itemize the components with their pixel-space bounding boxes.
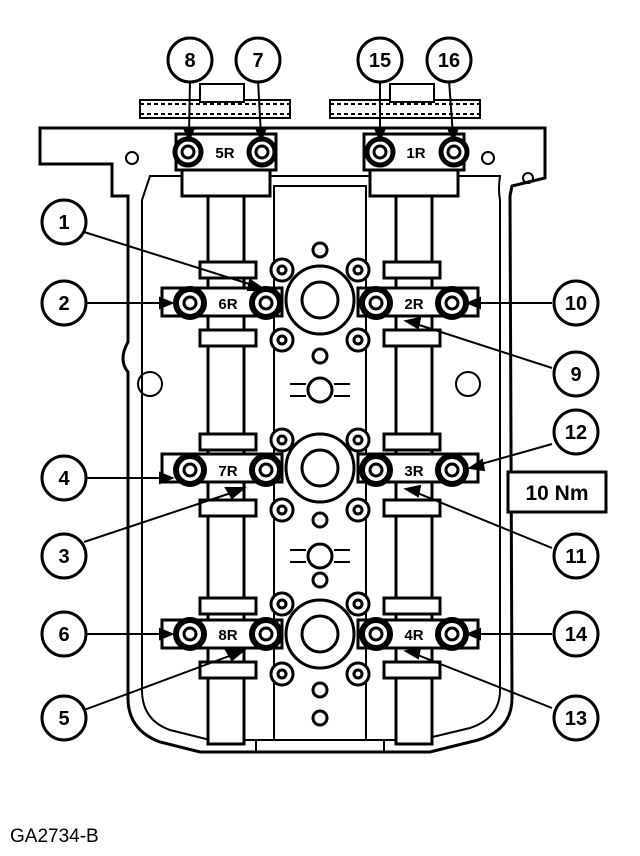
callout-14-label: 14 (565, 624, 588, 646)
bolt-8 (172, 136, 204, 168)
callout-13: 13 (552, 694, 600, 742)
torque-spec-label: 10 Nm (525, 482, 588, 505)
callout-15: 15 (356, 36, 404, 84)
callout-4-label: 4 (58, 468, 70, 490)
bolt-5 (249, 617, 283, 651)
callout-8: 8 (166, 36, 214, 84)
callout-1-label: 1 (58, 212, 69, 234)
torque-spec-box: 10 Nm (506, 470, 608, 514)
leader-lines (83, 79, 553, 711)
bolt-2 (173, 286, 207, 320)
callout-5-label: 5 (58, 708, 69, 730)
cap-label-2r: 2R (404, 296, 423, 313)
bolt-16 (438, 136, 470, 168)
callout-9: 9 (552, 350, 600, 398)
cap-label-3r: 3R (404, 463, 423, 480)
cap-labels: 5R 1R 6R 2R 7R 3R 8R 4R (215, 145, 425, 644)
callout-15-label: 15 (369, 50, 391, 72)
callout-3: 3 (40, 532, 88, 580)
bolt-15 (364, 136, 396, 168)
callout-14: 14 (552, 610, 600, 658)
cap-bolts (172, 136, 470, 651)
callout-10: 10 (552, 279, 600, 327)
bolt-7 (246, 136, 278, 168)
callout-11-label: 11 (565, 546, 586, 568)
bolt-9 (359, 286, 393, 320)
cap-label-4r: 4R (404, 627, 423, 644)
callout-9-label: 9 (570, 364, 581, 386)
center-valley (273, 185, 367, 741)
figure-code: GA2734-B (10, 826, 99, 847)
callout-1: 1 (40, 198, 88, 246)
valve-bolts (269, 257, 371, 687)
sequence-callouts: 1 2 3 4 5 6 7 8 9 10 11 12 13 14 15 16 (40, 36, 600, 742)
cap-label-5r: 5R (215, 145, 234, 162)
callout-7: 7 (234, 36, 282, 84)
callout-3-label: 3 (58, 546, 69, 568)
callout-13-label: 13 (565, 708, 587, 730)
callout-16: 16 (425, 36, 473, 84)
callout-8-label: 8 (184, 50, 195, 72)
bolt-10 (435, 286, 469, 320)
cap-label-7r: 7R (218, 463, 237, 480)
bolt-4 (173, 453, 207, 487)
callout-2: 2 (40, 279, 88, 327)
bolt-3 (249, 453, 283, 487)
callout-16-label: 16 (438, 50, 460, 72)
bolt-11 (359, 453, 393, 487)
bolt-12 (435, 453, 469, 487)
cam-sprockets (139, 83, 481, 119)
callout-6: 6 (40, 610, 88, 658)
callout-4: 4 (40, 454, 88, 502)
bolt-1 (249, 286, 283, 320)
callout-12-label: 12 (565, 422, 587, 444)
bolt-14 (435, 617, 469, 651)
callout-6-label: 6 (58, 624, 69, 646)
callout-2-label: 2 (58, 293, 69, 315)
cap-label-6r: 6R (218, 296, 237, 313)
callout-7-label: 7 (252, 50, 263, 72)
cap-label-1r: 1R (406, 145, 425, 162)
bolt-13 (359, 617, 393, 651)
callout-11: 11 (552, 532, 600, 580)
callout-12: 12 (552, 408, 600, 456)
cylinder-head-outline (38, 126, 547, 754)
bolt-6 (173, 617, 207, 651)
callout-10-label: 10 (565, 293, 587, 315)
callout-5: 5 (40, 694, 88, 742)
cap-label-8r: 8R (218, 627, 237, 644)
